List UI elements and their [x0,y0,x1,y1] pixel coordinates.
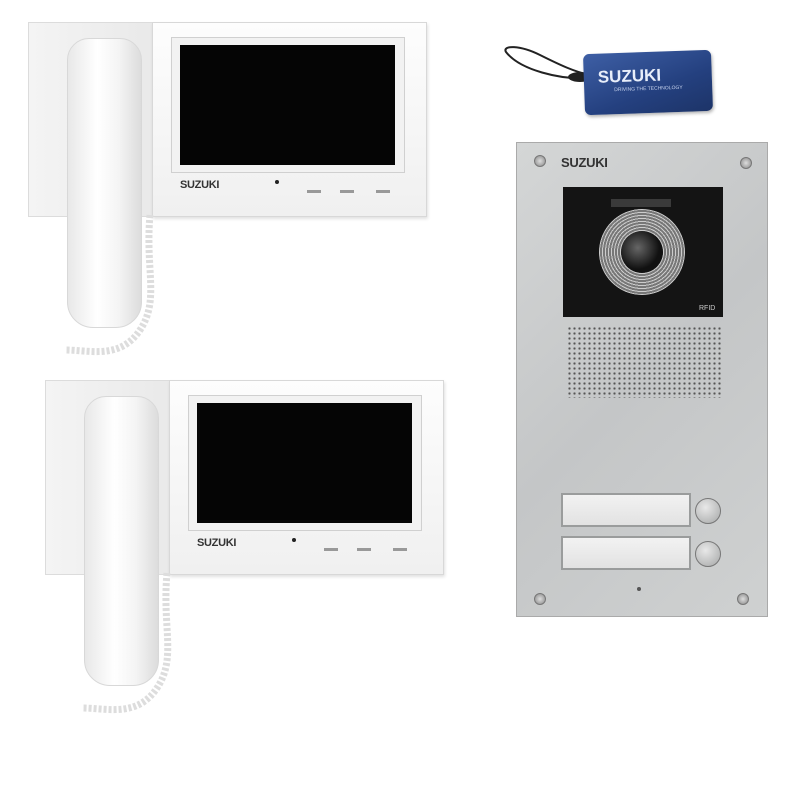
microphone-hole [637,587,641,591]
ir-window [611,199,671,207]
handset[interactable] [67,38,142,328]
talk-button[interactable] [340,190,354,193]
screw [740,157,752,169]
name-tag-slot-1 [561,493,691,527]
rfid-keyfob: SUZUKI DRIVING THE TECHNOLOGY [582,49,714,116]
monitor-screen [197,403,412,523]
call-button-1[interactable] [695,498,721,524]
camera-module: RFID [563,187,723,317]
led-indicator [275,180,279,184]
screw [534,155,546,167]
door-station-panel: SUZUKI RFID [516,142,768,617]
screw [737,593,749,605]
unlock-button[interactable] [393,548,407,551]
speaker-grille [567,326,721,398]
name-tag-slot-2 [561,536,691,570]
keyfob-brand: SUZUKI [597,65,662,87]
coiled-cord [81,572,172,714]
handset[interactable] [84,396,159,686]
led-indicator [292,538,296,542]
keyfob-tagline: DRIVING THE TECHNOLOGY [614,84,683,94]
brand-logo: SUZUKI [197,537,237,549]
call-button-2[interactable] [695,541,721,567]
coiled-cord [64,214,155,356]
talk-button[interactable] [357,548,371,551]
panel-brand-logo: SUZUKI [561,155,608,170]
screw [534,593,546,605]
monitor-screen [180,45,395,165]
camera-lens [621,231,663,273]
unlock-button[interactable] [376,190,390,193]
monitor-button[interactable] [307,190,321,193]
rfid-label: RFID [699,305,716,312]
monitor-button[interactable] [324,548,338,551]
brand-logo: SUZUKI [180,179,220,191]
